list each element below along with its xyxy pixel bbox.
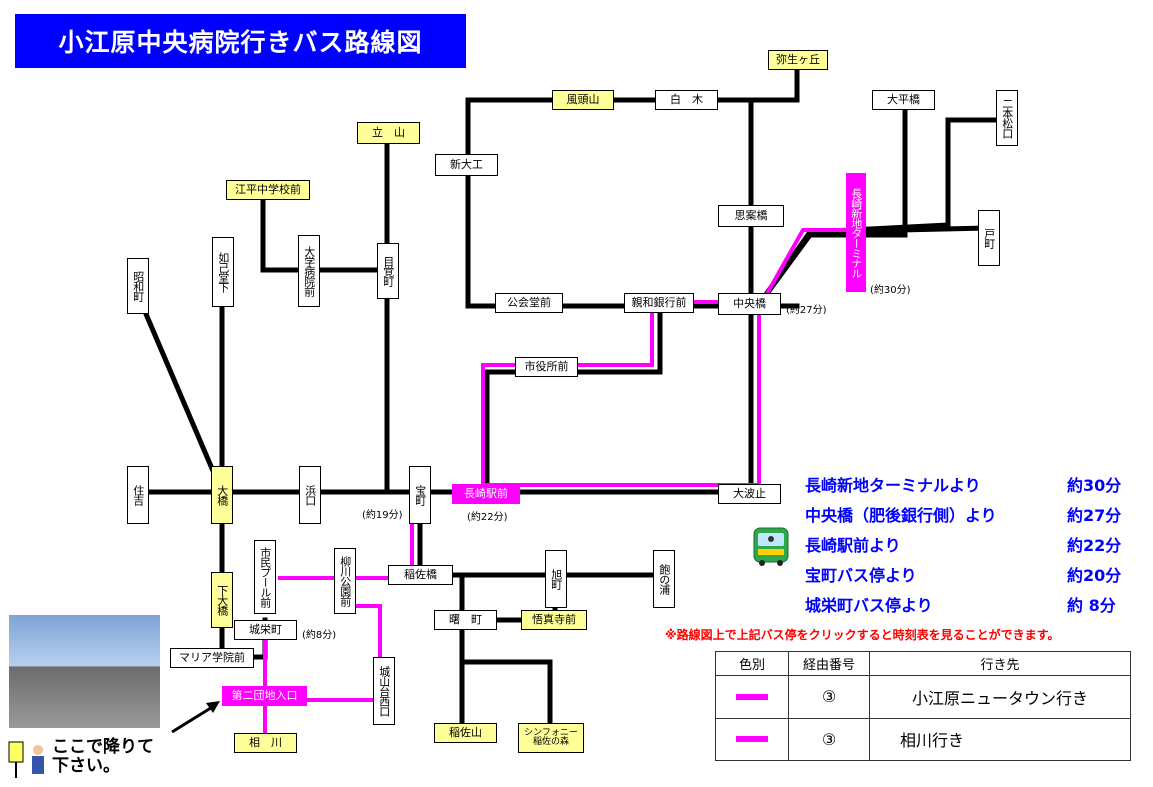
stop-daigakubyouinmae[interactable]: 大学病院前 xyxy=(298,235,320,307)
stop-shindaiku[interactable]: 新大工 xyxy=(435,154,498,176)
legend-header: 経由番号 xyxy=(788,651,870,676)
departure-row: 長崎新地ターミナルより 約30分 xyxy=(805,472,1140,495)
legend-swatch xyxy=(715,675,789,719)
legend-swatch xyxy=(715,717,789,761)
stop-inasayama[interactable]: 稲佐山 xyxy=(434,723,497,743)
time-takaramachi: (約19分) xyxy=(362,510,403,521)
stop-goshinjimae[interactable]: 悟真寺前 xyxy=(521,610,587,630)
stop-taiheibashi[interactable]: 大平橋 xyxy=(872,90,935,110)
departure-row: 宝町バス停より 約20分 xyxy=(805,562,1140,585)
page-title: 小江原中央病院行きバス路線図 xyxy=(15,14,466,68)
stop-yayoigaoka[interactable]: 弥生ヶ丘 xyxy=(768,50,828,70)
stop-tomachi[interactable]: 戸町 xyxy=(978,210,1000,266)
time-terminal: (約30分) xyxy=(870,285,911,296)
stop-fuutouzan[interactable]: 風頭山 xyxy=(552,90,614,110)
stop-kouheichuugakkoumae[interactable]: 江平中学校前 xyxy=(226,180,310,200)
road xyxy=(484,303,663,491)
stop-megane[interactable]: 目覚町 xyxy=(377,243,399,299)
stop-jouueimachi[interactable]: 城栄町 xyxy=(234,620,297,640)
bus-icon xyxy=(753,527,789,566)
departure-row: 城栄町バス停より 約 8分 xyxy=(805,592,1140,615)
legend-table: 色別 経由番号 行き先 ③ 小江原ニュータウン行き ③ 相川行き xyxy=(715,651,1131,761)
time-ekimae: (約22分) xyxy=(467,512,508,523)
time-jouei: (約8分) xyxy=(302,630,337,641)
stop-hamaguchi[interactable]: 浜口 xyxy=(299,466,321,524)
stop-chuuoubashi[interactable]: 中央橋 xyxy=(718,293,781,315)
departure-time: 約20分 xyxy=(1067,566,1122,585)
stop-shiminpoolmae[interactable]: 市民プール前 xyxy=(254,540,276,614)
stop-mariagakuinmae[interactable]: マリア学院前 xyxy=(170,648,254,668)
stop-showamachi[interactable]: 昭和町 xyxy=(127,258,149,314)
stop-shiraki[interactable]: 白 木 xyxy=(655,90,718,110)
legend-header: 行き先 xyxy=(869,651,1131,676)
stop-takaramachi[interactable]: 宝町 xyxy=(409,466,431,524)
stop-inasabashi[interactable]: 稲佐橋 xyxy=(388,565,453,585)
departure-from: 長崎駅前より xyxy=(805,536,901,555)
stop-shianbashi[interactable]: 思案橋 xyxy=(718,205,784,227)
stop-oohato[interactable]: 大波止 xyxy=(718,484,781,504)
person-icon xyxy=(8,741,44,778)
stop-shinwaginkoumae[interactable]: 親和銀行前 xyxy=(624,293,694,313)
get-off-text: ここで降りて下さい。 xyxy=(52,737,154,776)
departure-time: 約27分 xyxy=(1067,506,1122,525)
stop-koukaidoumae[interactable]: 公会堂前 xyxy=(495,293,563,313)
arrow xyxy=(171,704,215,734)
stop-akunoura[interactable]: 飽の浦 xyxy=(653,550,675,608)
stop-shimoohashi[interactable]: 下大橋 xyxy=(211,572,233,628)
legend-destination: 小江原ニュータウン行き xyxy=(869,675,1131,719)
legend-header: 色別 xyxy=(715,651,789,676)
stop-symphony[interactable]: シンフォニー稲佐の森 xyxy=(518,723,584,753)
stop-daini-danchi-iriguchi[interactable]: 第二団地入口 xyxy=(222,686,307,706)
route-line xyxy=(481,300,761,487)
arrow-head xyxy=(206,701,220,713)
road xyxy=(136,296,226,496)
departure-from: 中央橋（肥後銀行側）より xyxy=(805,506,997,525)
hospital-photo xyxy=(9,615,160,728)
departure-row: 長崎駅前より 約22分 xyxy=(805,532,1140,555)
departure-time: 約22分 xyxy=(1067,536,1122,555)
road xyxy=(751,117,1011,314)
departure-from: 長崎新地ターミナルより xyxy=(805,476,981,495)
stop-tateyama[interactable]: 立 山 xyxy=(357,122,420,144)
legend-route: ③ xyxy=(788,675,870,719)
stop-sumiyoshi[interactable]: 住吉 xyxy=(127,466,149,524)
departure-time: 約30分 xyxy=(1067,476,1122,495)
stop-oohashi[interactable]: 大橋 xyxy=(211,466,233,524)
stop-nihonmatsuguchi[interactable]: 二本松口 xyxy=(996,90,1018,146)
legend-destination: 相川行き xyxy=(869,717,1131,761)
stop-shiyakushomae[interactable]: 市役所前 xyxy=(515,357,578,377)
stop-nyoikoudoushita[interactable]: 如己堂下 xyxy=(212,237,234,307)
stop-nagasakishinchi-terminal[interactable]: 長崎新地ターミナル xyxy=(846,173,866,292)
departure-from: 宝町バス停より xyxy=(805,566,917,585)
departure-row: 中央橋（肥後銀行側）より 約27分 xyxy=(805,502,1140,525)
stop-akebonomachi[interactable]: 曙 町 xyxy=(434,610,497,630)
route-line xyxy=(758,228,850,307)
stop-asahimachi[interactable]: 旭町 xyxy=(545,550,567,608)
legend-route: ③ xyxy=(788,717,870,761)
stop-aikawa[interactable]: 相 川 xyxy=(234,733,297,753)
stop-nagasakiekimae[interactable]: 長崎駅前 xyxy=(452,484,520,504)
departure-time: 約 8分 xyxy=(1067,596,1116,615)
timetable-note: ※路線図上で上記バス停をクリックすると時刻表を見ることができます。 xyxy=(665,628,1060,642)
road xyxy=(465,57,800,309)
stop-yanagawakouenmae[interactable]: 柳川公園前 xyxy=(334,548,356,614)
departure-from: 城栄町バス停より xyxy=(805,596,933,615)
time-chuuoubashi: (約27分) xyxy=(786,305,827,316)
stop-jouyamadainishiguchi[interactable]: 城山台西口 xyxy=(373,657,395,725)
